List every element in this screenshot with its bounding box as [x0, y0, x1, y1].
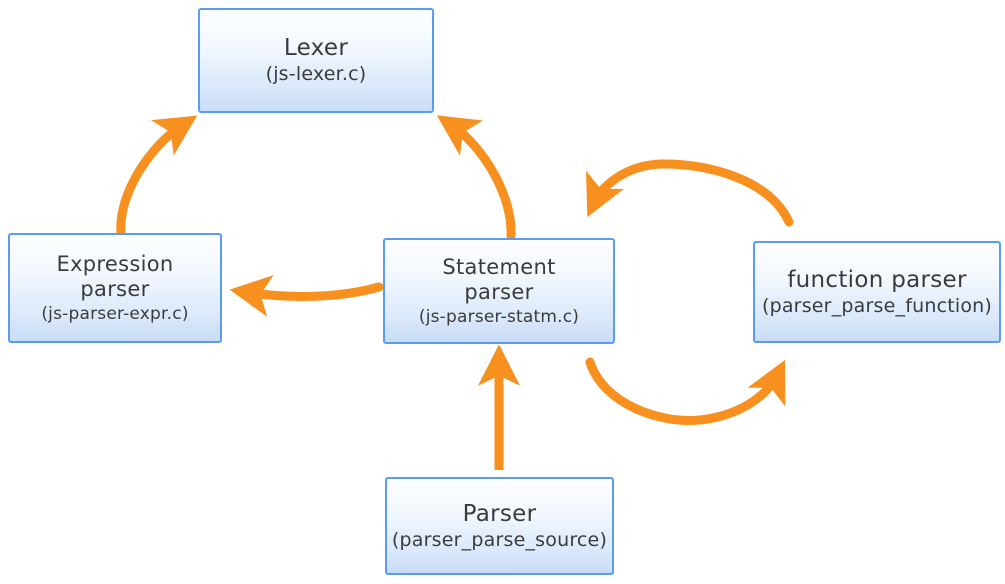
node-expression-parser-title: Expression parser	[56, 251, 174, 302]
edge-statement-to-function	[585, 357, 786, 425]
edge-statement-to-expression	[229, 275, 384, 317]
node-statement-parser-subtitle: (js-parser-statm.c)	[418, 306, 580, 327]
node-function-parser[interactable]: function parser (parser_parse_function)	[753, 241, 1001, 343]
node-expression-parser[interactable]: Expression parser (js-parser-expr.c)	[8, 233, 222, 343]
node-function-parser-subtitle: (parser_parse_function)	[761, 294, 993, 317]
edge-statement-to-lexer	[436, 115, 516, 241]
node-lexer[interactable]: Lexer (js-lexer.c)	[198, 8, 434, 113]
node-expression-parser-subtitle: (js-parser-expr.c)	[41, 303, 189, 324]
node-lexer-subtitle: (js-lexer.c)	[265, 63, 367, 86]
node-parser[interactable]: Parser (parser_parse_source)	[385, 477, 614, 575]
node-lexer-title: Lexer	[283, 35, 349, 62]
node-function-parser-title: function parser	[787, 266, 967, 293]
edge-expression-to-lexer	[116, 115, 198, 238]
node-parser-subtitle: (parser_parse_source)	[391, 528, 608, 551]
node-statement-parser[interactable]: Statement parser (js-parser-statm.c)	[383, 238, 615, 344]
node-statement-parser-title: Statement parser	[442, 254, 556, 305]
node-parser-title: Parser	[462, 500, 537, 527]
edge-function-to-statement	[586, 159, 794, 227]
